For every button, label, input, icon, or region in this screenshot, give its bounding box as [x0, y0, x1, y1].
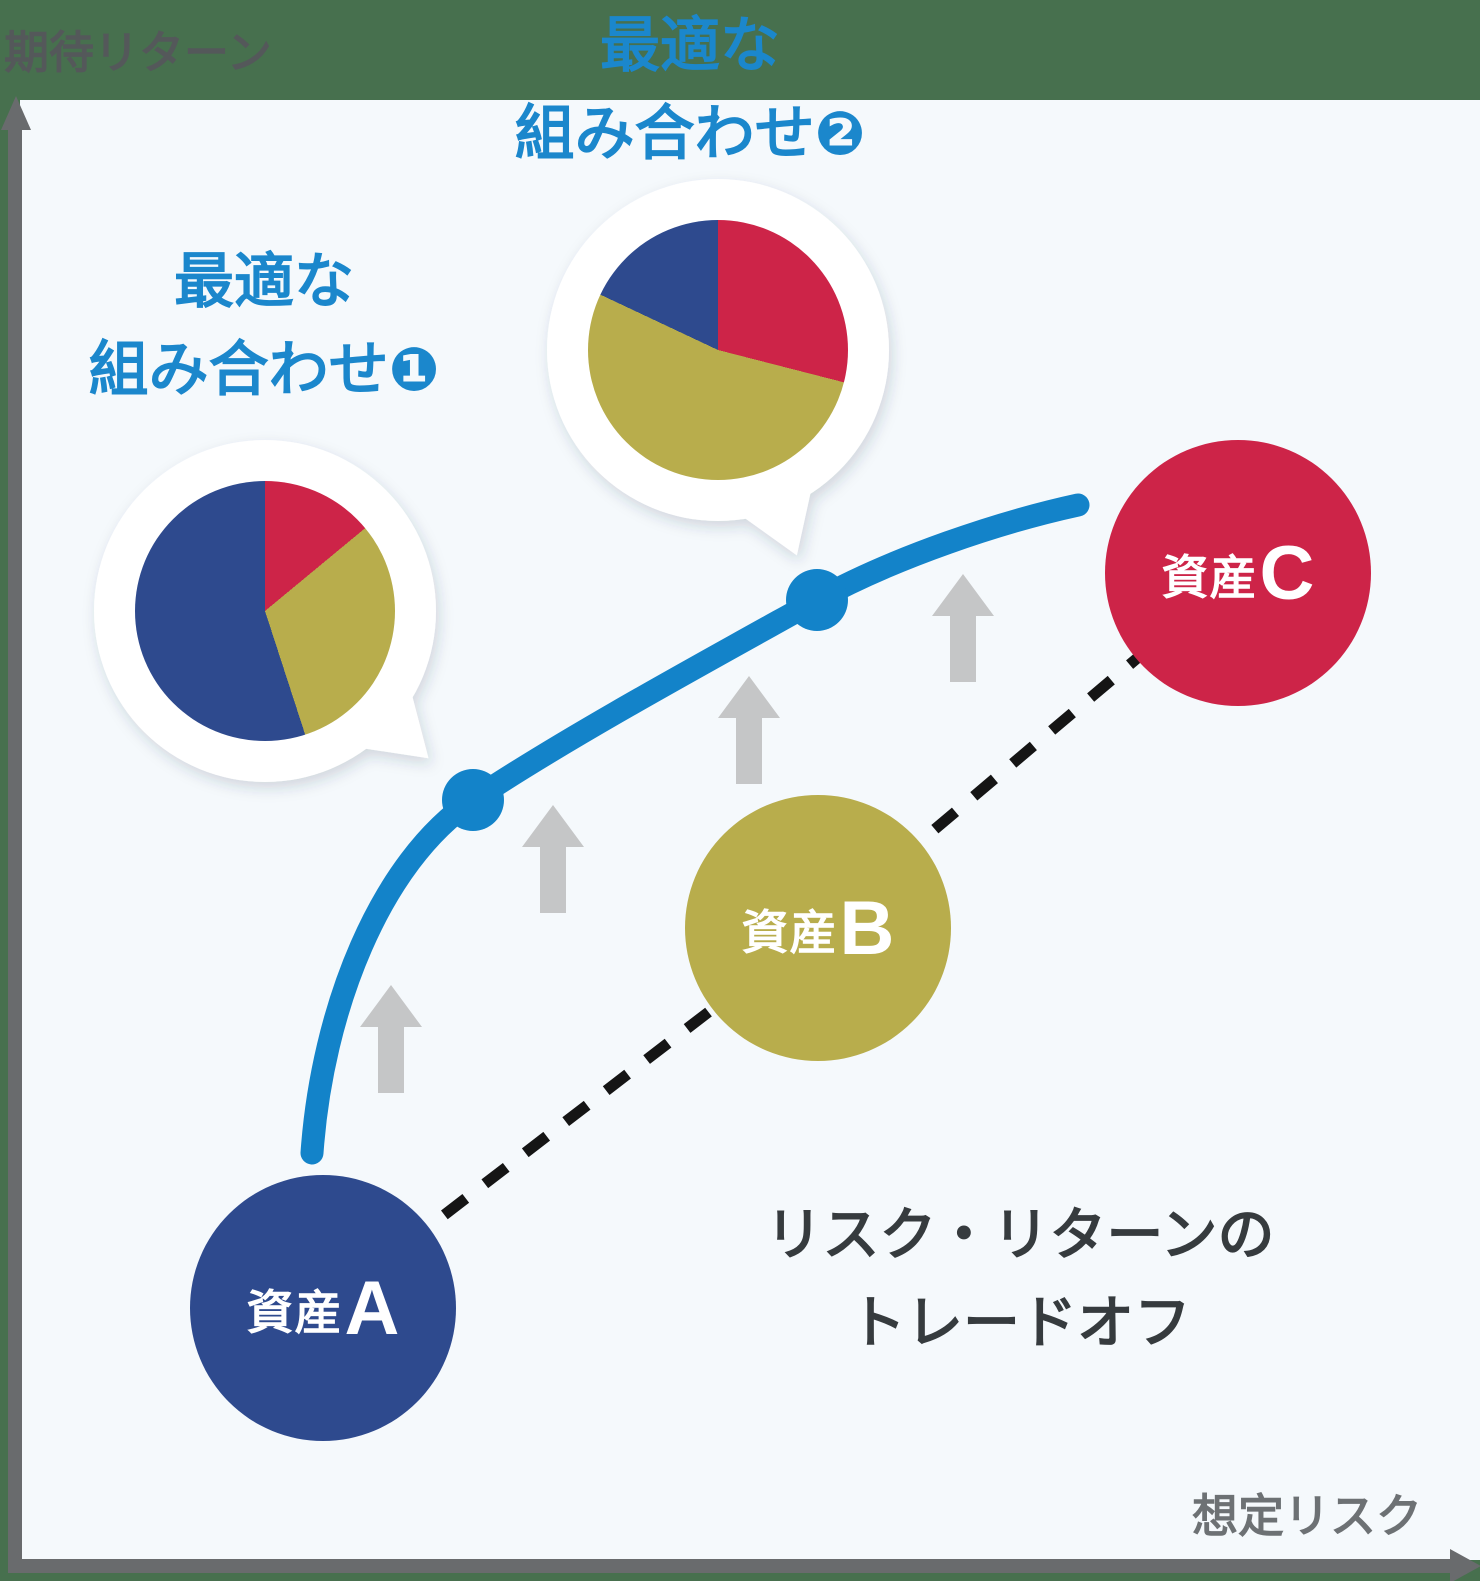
- pie-chart-optimal-2: [588, 220, 848, 480]
- optimal-combination-2-label: 最適な 組み合わせ❷: [430, 2, 950, 178]
- pie-chart-optimal-1: [135, 481, 395, 741]
- optimal-combination-1-label: 最適な 組み合わせ❶: [4, 238, 524, 414]
- asset-a-label-letter: A: [344, 1265, 400, 1351]
- asset-a-label-prefix: 資産: [246, 1285, 343, 1339]
- chart-title-line1: リスク・リターンの: [765, 1203, 1275, 1267]
- optimal-2-line2: 組み合わせ❷: [514, 100, 866, 167]
- x-axis-line: [8, 1559, 1452, 1573]
- asset-b-label-letter: B: [839, 885, 895, 971]
- up-arrow-icon: [932, 574, 994, 682]
- asset-b-label-prefix: 資産: [741, 905, 838, 959]
- up-arrow-icon: [718, 676, 780, 784]
- efficient-frontier-curve: [300, 493, 1090, 1165]
- dashed-line-b-c: [814, 568, 1242, 933]
- y-axis-line: [8, 120, 22, 1573]
- chart-title: リスク・リターンの トレードオフ: [720, 1191, 1320, 1367]
- frontier-point-1: [442, 769, 504, 831]
- asset-c-label-letter: C: [1259, 530, 1315, 616]
- optimal-1-line1: 最適な: [174, 248, 354, 315]
- asset-c-label-prefix: 資産: [1161, 550, 1258, 604]
- y-axis-arrowhead-icon: [1, 96, 31, 130]
- up-arrows-group: [360, 574, 994, 1093]
- optimal-1-line2: 組み合わせ❶: [88, 336, 440, 403]
- y-axis-label: 期待リターン: [4, 27, 272, 78]
- chart-title-line2: トレードオフ: [849, 1291, 1191, 1355]
- x-axis-label: 想定リスク: [1192, 1490, 1422, 1542]
- up-arrow-icon: [522, 805, 584, 913]
- x-axis-arrowhead-icon: [1450, 1549, 1480, 1581]
- up-arrow-icon: [360, 985, 422, 1093]
- optimal-2-line1: 最適な: [600, 12, 780, 79]
- frontier-point-2: [786, 569, 848, 631]
